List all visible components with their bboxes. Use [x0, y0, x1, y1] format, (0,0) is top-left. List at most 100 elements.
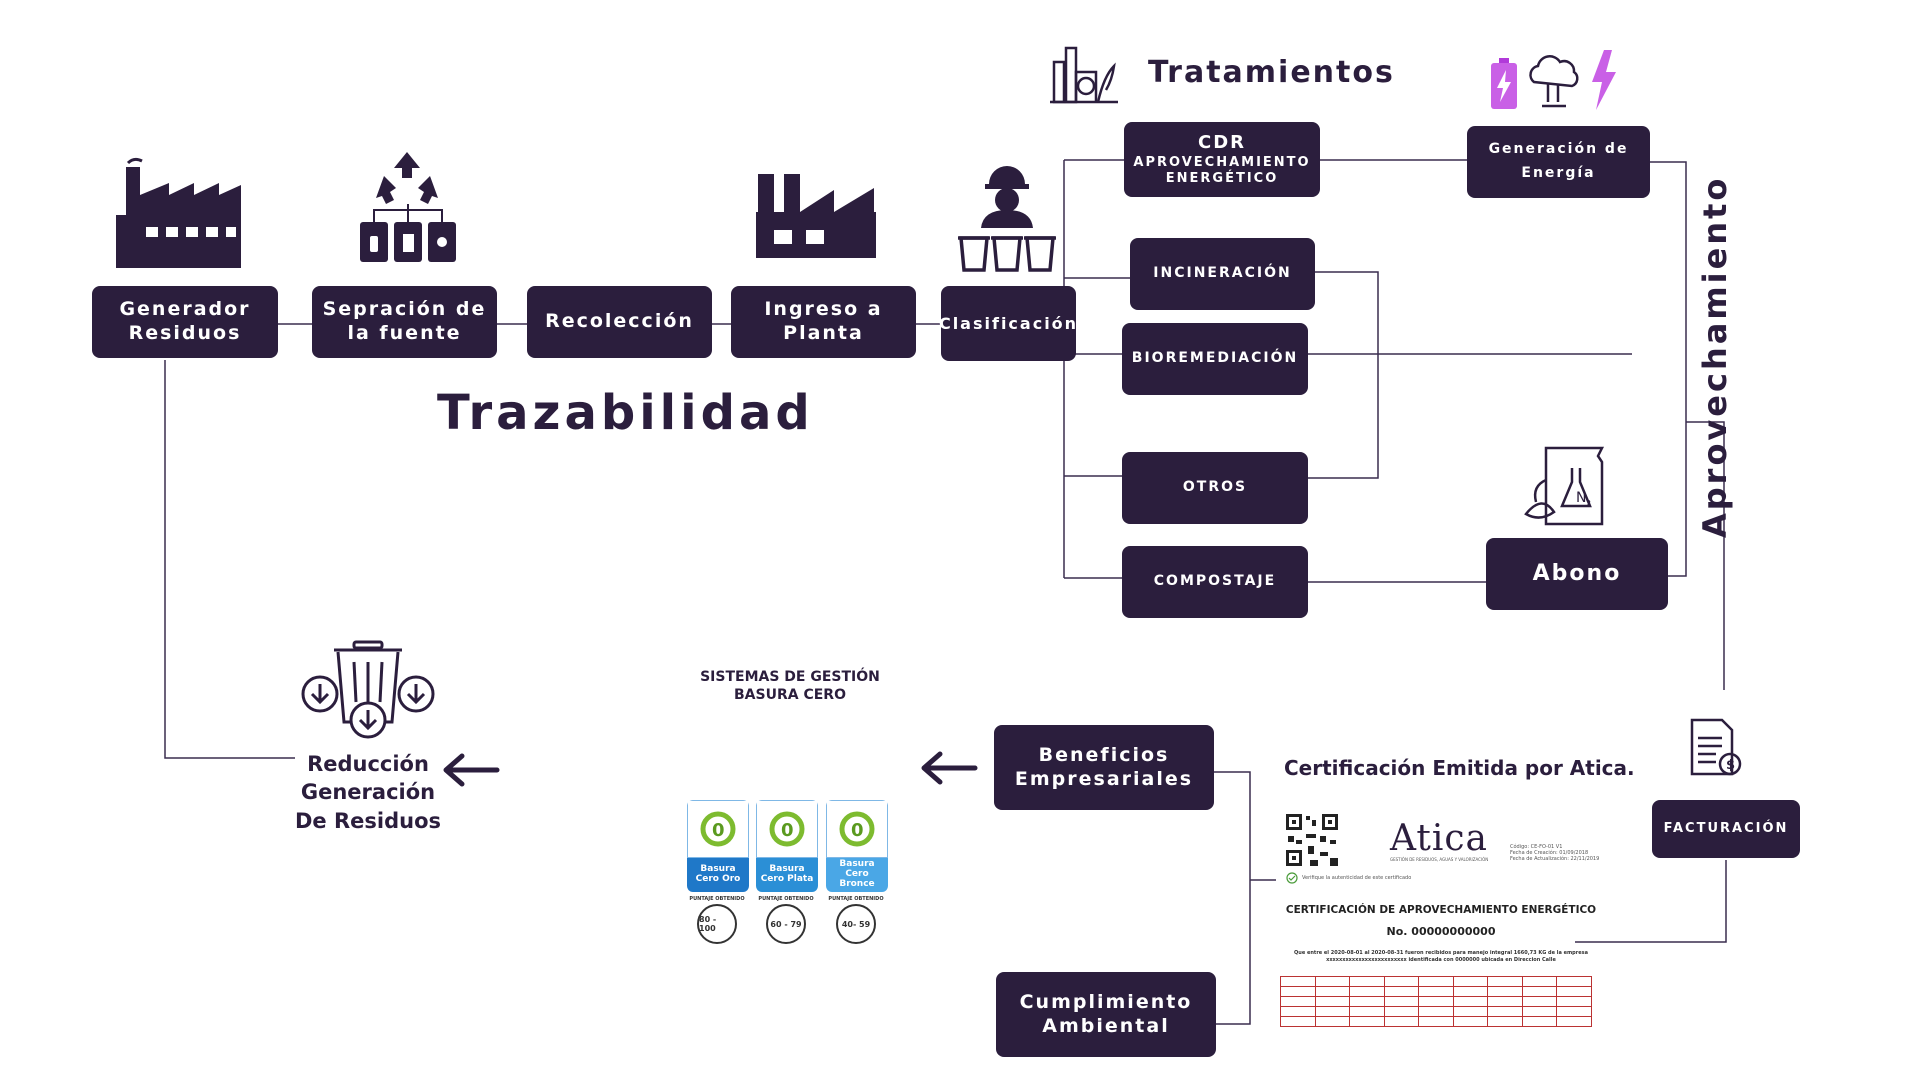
- incineration-label: INCINERACIÓN: [1153, 265, 1292, 282]
- reduction-caption: Reducción Generación De Residuos: [278, 750, 458, 835]
- fertilizer-bag-icon: N 2: [1524, 446, 1605, 526]
- badge-silver: 0 Basura Cero Plata: [756, 800, 818, 892]
- separation-line2: la fuente: [347, 322, 462, 344]
- classification-label: Clasificación: [938, 313, 1079, 333]
- badge-gold-top: 0: [687, 800, 749, 858]
- composting-node: COMPOSTAJE: [1122, 546, 1308, 618]
- use-title: Aprovechamiento: [1696, 175, 1734, 538]
- traceability-title: Trazabilidad: [437, 385, 814, 441]
- treatment-plant-icon: [1050, 46, 1118, 104]
- badge-bronze-label: Basura Cero Bronce: [826, 858, 888, 892]
- table-row: [1280, 986, 1592, 997]
- business-benefits-node: Beneficios Empresariales: [994, 725, 1214, 810]
- verify-text: Verifique la autenticidad de este certif…: [1302, 875, 1412, 881]
- reduction-line1: Reducción: [307, 752, 429, 776]
- table-row: [1280, 1016, 1592, 1027]
- score-silver: 60 - 79: [766, 904, 806, 944]
- separation-line1: Sepración de: [322, 298, 487, 321]
- cdr-line3: ENERGÉTICO: [1165, 170, 1279, 186]
- billing-label: FACTURACIÓN: [1663, 820, 1789, 836]
- factory-icon: [116, 157, 241, 268]
- svg-text:0: 0: [781, 820, 794, 841]
- explosion-cloud-icon: [1529, 55, 1579, 108]
- zero-waste-systems-title: SISTEMAS DE GESTIÓN BASURA CERO: [690, 668, 890, 704]
- energy-line1: Generación de: [1488, 141, 1629, 158]
- verified-check-icon: [1286, 872, 1298, 884]
- zero-logo-icon: 0: [700, 811, 736, 847]
- battery-icon: [1491, 58, 1517, 109]
- badge-gold-label: Basura Cero Oro: [687, 858, 749, 892]
- badge-silver-label: Basura Cero Plata: [756, 858, 818, 892]
- energy-line2: Energía: [1521, 165, 1596, 181]
- cert-body-line1: Que entre el 2020-08-01 al 2020-08-31 fu…: [1294, 950, 1588, 956]
- fertilizer-label: Abono: [1532, 561, 1622, 587]
- others-label: OTROS: [1182, 479, 1248, 496]
- plant-entry-node: Ingreso a Planta: [731, 286, 916, 358]
- svg-text:0: 0: [712, 820, 725, 841]
- invoice-icon: $: [1690, 718, 1742, 776]
- badge-gold: 0 Basura Cero Oro: [687, 800, 749, 892]
- recycle-sort-icon: [360, 152, 456, 262]
- compliance-line2: Ambiental: [1042, 1014, 1170, 1037]
- code-line2: Fecha de Creación: 01/09/2018: [1510, 850, 1589, 856]
- compliance-line1: Cumplimiento: [1019, 990, 1193, 1013]
- score-gold: 80 - 100: [697, 904, 737, 944]
- code-line3: Fecha de Actualización: 22/11/2019: [1510, 856, 1600, 862]
- environmental-compliance-node: Cumplimiento Ambiental: [996, 972, 1216, 1057]
- systems-line2: BASURA CERO: [734, 687, 846, 704]
- bioremediation-label: BIOREMEDIACIÓN: [1131, 350, 1299, 367]
- trash-reduction-icon: [301, 640, 435, 739]
- atica-logo: Atica: [1390, 818, 1488, 859]
- cert-code-block: Código: CE-FO-01 V1 Fecha de Creación: 0…: [1510, 844, 1599, 862]
- score-bronze: 40- 59: [836, 904, 876, 944]
- lightning-icon: [1592, 50, 1616, 110]
- reduction-line2: Generación: [300, 780, 436, 805]
- benefits-line2: Empresariales: [1014, 767, 1194, 790]
- score-label-silver: PUNTAJE OBTENIDO: [758, 896, 814, 902]
- code-line1: Código: CE-FO-01 V1: [1510, 844, 1563, 850]
- source-separation-node: Sepración de la fuente: [312, 286, 497, 358]
- generator-line2: Residuos: [128, 322, 242, 344]
- collection-node: Recolección: [527, 286, 712, 358]
- classification-node: Clasificación: [938, 286, 1079, 361]
- energy-node: Generación de Energía: [1467, 126, 1650, 198]
- cert-body-text: Que entre el 2020-08-01 al 2020-08-31 fu…: [1286, 950, 1596, 963]
- svg-text:0: 0: [851, 820, 864, 841]
- atica-subtitle: GESTIÓN DE RESIDUOS, AGUAS Y VALORIZACIÓ…: [1390, 857, 1489, 862]
- cert-body-line2: xxxxxxxxxxxxxxxxxxxxxxxxx identificada c…: [1326, 956, 1556, 963]
- svg-text:2: 2: [1586, 499, 1591, 508]
- benefits-line1: Beneficios: [1038, 743, 1170, 766]
- systems-line1: SISTEMAS DE GESTIÓN: [700, 669, 880, 685]
- composting-label: COMPOSTAJE: [1153, 573, 1277, 590]
- generator-node: Generador Residuos: [92, 286, 278, 358]
- collection-label: Recolección: [545, 310, 694, 333]
- cert-number: No. 00000000000: [1386, 925, 1496, 938]
- certificate-heading: Certificación Emitida por Atica.: [1284, 756, 1635, 780]
- score-label-gold: PUNTAJE OBTENIDO: [689, 896, 745, 902]
- billing-node: FACTURACIÓN: [1652, 800, 1800, 858]
- badge-bronze: 0 Basura Cero Bronce: [826, 800, 888, 892]
- table-row: [1280, 1006, 1592, 1017]
- badge-bronze-top: 0: [826, 800, 888, 858]
- bioremediation-node: BIOREMEDIACIÓN: [1122, 323, 1308, 395]
- badge-silver-top: 0: [756, 800, 818, 858]
- table-row: [1280, 996, 1592, 1007]
- entry-line2: Planta: [783, 322, 864, 344]
- generator-line1: Generador: [119, 298, 251, 321]
- zero-logo-icon: 0: [839, 811, 875, 847]
- zero-logo-icon: 0: [769, 811, 805, 847]
- fertilizer-node: Abono: [1486, 538, 1668, 610]
- cdr-line1: CDR: [1197, 132, 1246, 153]
- qr-code-icon: [1284, 812, 1340, 868]
- svg-text:N: N: [1576, 490, 1586, 506]
- treatments-title: Tratamientos: [1148, 55, 1395, 90]
- reduction-line3: De Residuos: [294, 808, 441, 833]
- others-node: OTROS: [1122, 452, 1308, 524]
- table-row: [1280, 976, 1592, 987]
- cert-table: [1280, 976, 1592, 1027]
- cdr-node: CDR APROVECHAMIENTO ENERGÉTICO: [1124, 122, 1320, 197]
- plant-icon: [756, 174, 876, 258]
- svg-text:$: $: [1726, 758, 1735, 773]
- worker-bins-icon: [958, 166, 1056, 272]
